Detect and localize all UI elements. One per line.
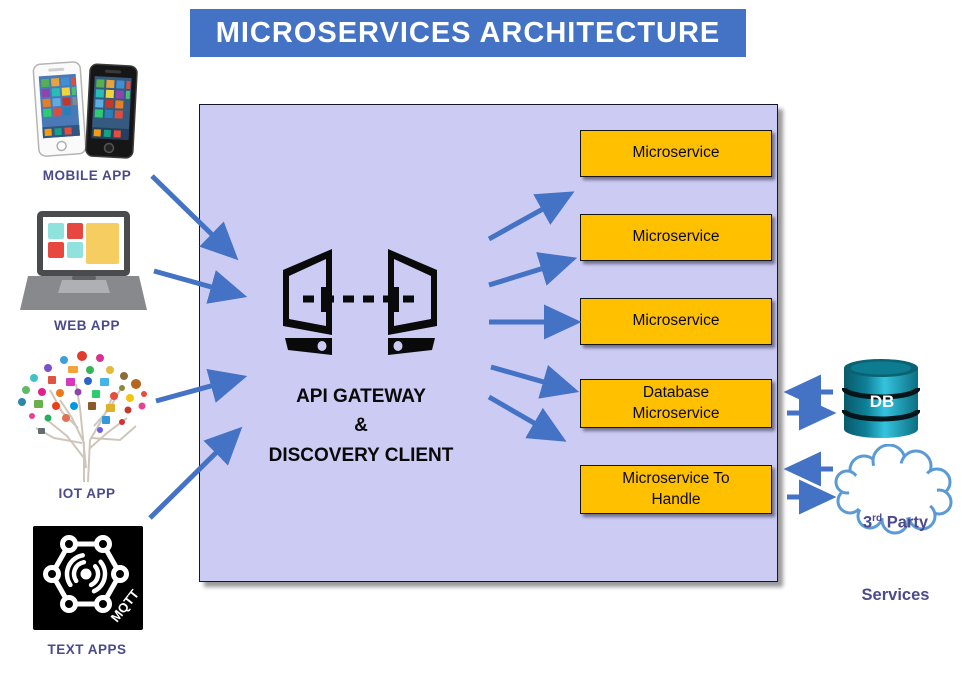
microservice-to-handle-label-line2: Handle xyxy=(651,490,701,508)
database-cylinder-icon: DB xyxy=(842,359,920,438)
iot-app-label: IOT APP xyxy=(58,486,116,501)
microservice-1-label: Microservice xyxy=(632,144,720,162)
microservice-to-handle-box: Microservice To Handle xyxy=(580,465,772,514)
gateway-caption-line1: API GATEWAY xyxy=(296,386,426,407)
microservice-2-label: Microservice xyxy=(632,228,720,246)
database-microservice-label-line2: Microservice xyxy=(632,404,720,422)
third-party-line2: Services xyxy=(861,585,930,604)
gateway-caption: API GATEWAY & DISCOVERY CLIENT xyxy=(237,382,485,470)
microservice-box-1: Microservice xyxy=(580,130,772,177)
gateway-caption-line3: DISCOVERY CLIENT xyxy=(268,444,454,466)
microservice-to-handle-label-line1: Microservice To xyxy=(622,469,730,487)
gateway-open-doors-icon xyxy=(283,249,437,355)
mobile-app-label: MOBILE APP xyxy=(42,168,132,183)
third-party-line1: 3rd Party xyxy=(862,513,929,532)
database-microservice-label-line1: Database xyxy=(642,383,710,401)
third-party-services-label: 3rd Party Services xyxy=(832,459,959,655)
mqtt-hexagon-icon: MQTT xyxy=(33,526,143,630)
microservice-box-2: Microservice xyxy=(580,214,772,261)
cloud-icon xyxy=(834,444,953,535)
microservice-3-label: Microservice xyxy=(632,312,720,330)
laptop-icon xyxy=(20,211,147,310)
microservice-box-3: Microservice xyxy=(580,298,772,345)
iot-tree-icon xyxy=(18,351,147,483)
db-label: DB xyxy=(870,392,895,411)
text-apps-label: TEXT APPS xyxy=(47,642,127,657)
title-banner: MICROSERVICES ARCHITECTURE xyxy=(190,9,746,57)
gateway-caption-line2: & xyxy=(354,415,368,437)
page-title: MICROSERVICES ARCHITECTURE xyxy=(215,16,721,49)
database-microservice-box: Database Microservice xyxy=(580,379,772,428)
smartphones-icon xyxy=(32,61,138,159)
web-app-label: WEB APP xyxy=(53,318,120,333)
